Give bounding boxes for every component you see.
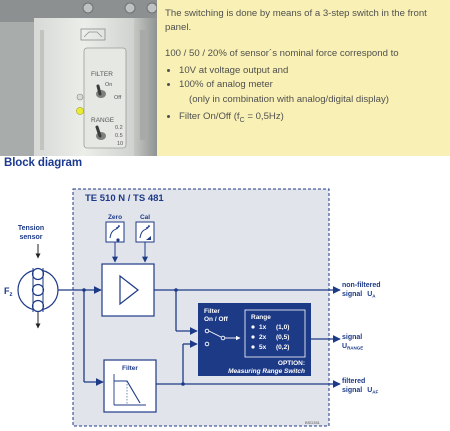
force-label-main: F <box>4 286 10 296</box>
range-options: 1x (1,0) 2x (0,5) 5x (0,2) <box>251 324 289 351</box>
info-bullet-2-note: (only in combination with analog/digital… <box>189 93 389 105</box>
panel-range-label: RANGE <box>91 117 115 124</box>
info-bullet-3: Filter On/Off (fC = 0,5Hz) <box>179 110 440 127</box>
range-value-1: (1,0) <box>276 324 289 331</box>
option-description: Measuring Range Switch <box>228 368 305 375</box>
range-box <box>244 309 306 358</box>
sensor-label-line2: sensor <box>20 234 43 241</box>
info-paragraph-2: 100 / 50 / 20% of sensor´s nominal force… <box>165 48 399 59</box>
block-diagram: TE 510 N / TS 481 BSD351 Tension sensor … <box>4 188 381 427</box>
info-box: The switching is done by means of a 3-st… <box>157 0 450 156</box>
reference-code: BSD351 <box>305 420 321 425</box>
zero-label: Zero <box>108 214 122 221</box>
range-value-3: (0,2) <box>276 344 289 351</box>
device-title: TE 510 N / TS 481 <box>85 193 164 204</box>
output3-line2: signal UAF <box>342 387 379 395</box>
info-bullet-2: 100% of analog meter <box>179 78 440 92</box>
force-label-sub: z <box>10 292 13 298</box>
range-factor-1: 1x <box>259 324 267 331</box>
panel-filter-label: FILTER <box>91 71 113 78</box>
info-bullet-3-prefix: Filter On/Off (f <box>179 111 240 122</box>
top-section: FILTER On Off RANGE 0.2 0.5 10 The switc… <box>0 0 450 156</box>
output1-line1: non-filtered <box>342 282 381 289</box>
output2-line2: URANGE <box>342 343 363 351</box>
lowpass-icon <box>113 374 146 406</box>
info-paragraph-1: The switching is done by means of a 3-st… <box>165 8 427 33</box>
zero-potentiometer <box>105 221 125 243</box>
filter-switch-line1: Filter <box>204 308 220 315</box>
range-factor-3: 5x <box>259 344 267 351</box>
output1-line2: signal UA <box>342 291 376 299</box>
filter-block-label: Filter <box>122 365 138 372</box>
force-label: Fz <box>4 286 13 298</box>
panel-range-value-2: 0.5 <box>115 133 123 139</box>
block-diagram-heading: Block diagram <box>4 157 82 169</box>
filter-switch-line2: On / Off <box>204 316 229 323</box>
amplifier-block <box>101 263 155 317</box>
panel-range-value-1: 0.2 <box>115 125 123 131</box>
info-bullet-1: 10V at voltage output and <box>179 64 440 78</box>
cal-label: Cal <box>140 214 150 221</box>
info-bullet-list: 10V at voltage output and 100% of analog… <box>165 64 440 128</box>
filter-switch-icon <box>204 328 241 347</box>
option-block <box>198 303 311 376</box>
output3-symbol: U <box>367 387 372 394</box>
cal-potentiometer <box>135 221 155 243</box>
panel-range-value-3: 10 <box>117 141 123 147</box>
output3-sub: AF <box>372 390 378 395</box>
output3-signal: signal <box>342 387 362 394</box>
output2-sub: RANGE <box>347 346 363 351</box>
output3-line1: filtered <box>342 378 365 385</box>
front-panel-photo: FILTER On Off RANGE 0.2 0.5 10 <box>0 0 157 156</box>
panel-filter-off: Off <box>114 95 122 101</box>
info-bullet-3-sub: C <box>239 116 245 124</box>
amplifier-icon <box>119 274 139 306</box>
output2-line1: signal <box>342 334 362 341</box>
output1-symbol: U <box>367 291 372 298</box>
range-value-2: (0,5) <box>276 334 289 341</box>
range-factor-2: 2x <box>259 334 267 341</box>
tension-sensor-icon <box>17 244 59 329</box>
option-label: OPTION: <box>278 360 305 367</box>
output1-sub: A <box>372 294 376 299</box>
output1-signal: signal <box>342 291 362 298</box>
sensor-label-line1: Tension <box>18 225 44 232</box>
output2-symbol: U <box>342 343 347 350</box>
info-bullet-3-suffix: = 0,5Hz) <box>244 111 284 122</box>
range-title: Range <box>251 314 271 321</box>
panel-filter-on: On <box>105 82 112 88</box>
